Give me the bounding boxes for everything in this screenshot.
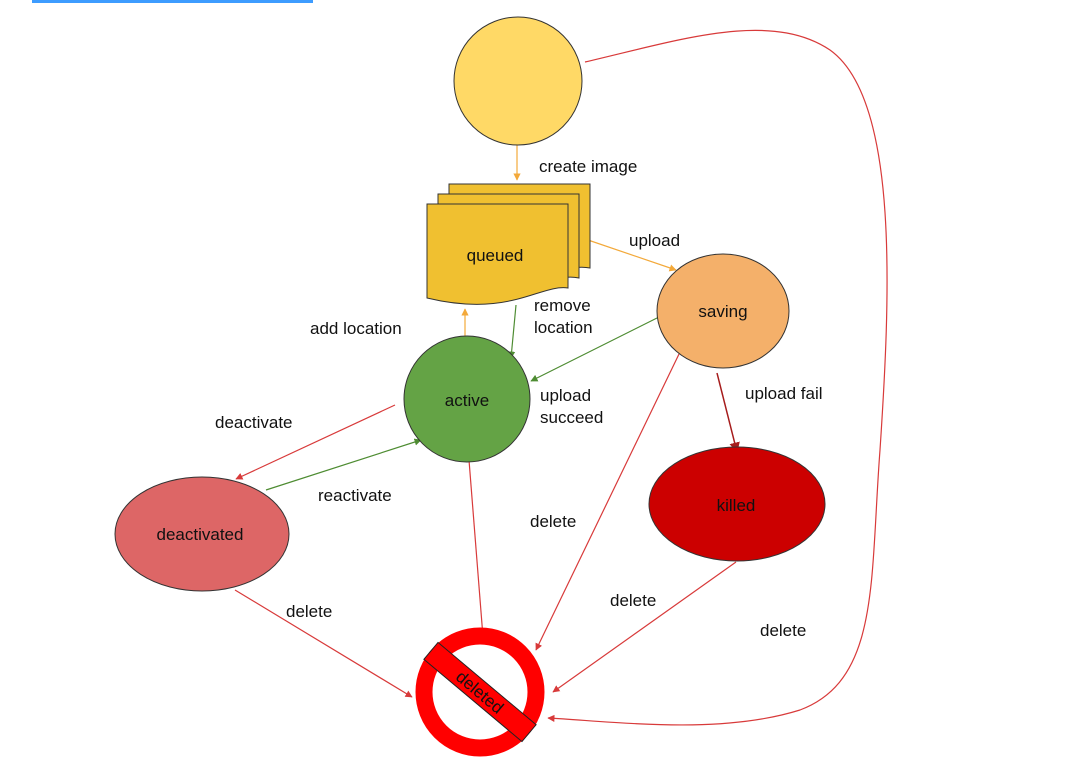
edge-remove-location [508, 304, 517, 359]
edge-label-upload-fail: upload fail [745, 384, 823, 403]
edge-upload-succeed [530, 316, 660, 382]
edge-delete-killed [552, 561, 737, 693]
edge-label-delete-active: delete [530, 512, 576, 531]
killed-node: killed [648, 446, 826, 562]
edge-label-reactivate: reactivate [318, 486, 392, 505]
edge-label-upload-2: upload [540, 386, 591, 405]
deleted-node: deleted [415, 627, 545, 757]
edge-reactivate [265, 438, 422, 491]
edge-delete-saving [535, 351, 681, 651]
edge-upload [587, 239, 677, 272]
saving-node: saving [656, 253, 790, 369]
edge-label-remove: remove [534, 296, 591, 315]
edge-delete-start [547, 29, 888, 726]
edge-label-delete-killed: delete [760, 621, 806, 640]
queued-label: queued [467, 246, 524, 265]
start-node [453, 16, 583, 146]
saving-label: saving [698, 302, 747, 321]
active-label: active [445, 391, 489, 410]
active-node: active [403, 335, 531, 463]
edge-label-add-location: add location [310, 319, 402, 338]
edge-label-succeed: succeed [540, 408, 603, 427]
edge-upload-fail [716, 372, 740, 454]
edge-label-create-image: create image [539, 157, 637, 176]
edge-label-location: location [534, 318, 593, 337]
queued-node: queued [426, 183, 591, 305]
deactivated-node: deactivated [114, 476, 290, 592]
edge-label-delete-saving: delete [610, 591, 656, 610]
edge-deactivate [235, 404, 396, 480]
killed-label: killed [717, 496, 756, 515]
edge-delete-active [468, 459, 487, 638]
header-bar [32, 0, 313, 3]
edge-delete-deactivated [234, 589, 413, 698]
edge-label-deactivate: deactivate [215, 413, 293, 432]
deactivated-label: deactivated [157, 525, 244, 544]
edge-label-upload: upload [629, 231, 680, 250]
edge-label-delete-deactivated: delete [286, 602, 332, 621]
